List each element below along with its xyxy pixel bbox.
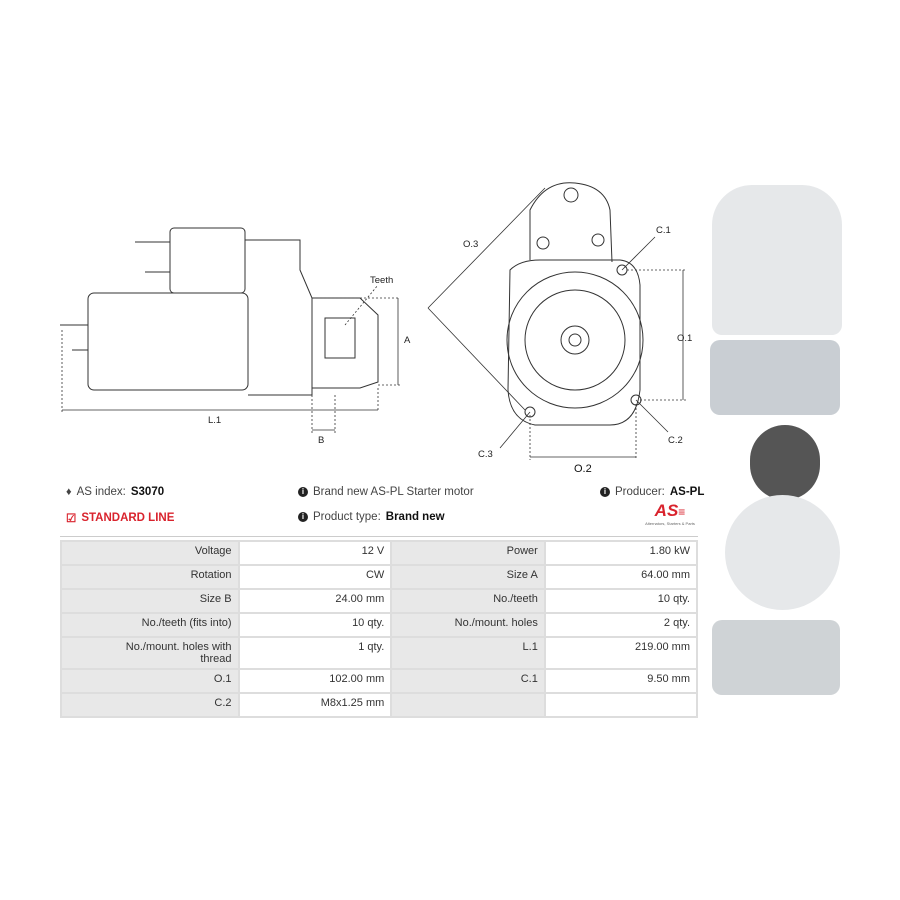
label-o1: O.1 xyxy=(677,333,692,344)
spec-label: C.2 xyxy=(60,692,240,718)
spec-value: 12 V xyxy=(237,540,393,566)
spec-label: Voltage xyxy=(60,540,240,566)
spec-label: No./mount. holes with thread xyxy=(60,636,240,670)
spec-label: No./teeth xyxy=(390,588,546,614)
spec-label xyxy=(390,692,546,718)
label-c3: C.3 xyxy=(478,449,493,460)
label-c2: C.2 xyxy=(668,435,683,446)
spec-value: 64.00 mm xyxy=(543,564,699,590)
spec-value: 10 qty. xyxy=(237,612,393,638)
spec-label: Size A xyxy=(390,564,546,590)
tag-icon: ♦ xyxy=(66,486,72,498)
info-icon: i xyxy=(298,512,308,522)
spec-value: 1.80 kW xyxy=(543,540,699,566)
spec-value: 9.50 mm xyxy=(543,668,699,694)
spec-value: 219.00 mm xyxy=(543,636,699,670)
spec-row: No./teeth (fits into)10 qty.No./mount. h… xyxy=(60,612,699,638)
spec-value xyxy=(543,692,699,718)
spec-value: 24.00 mm xyxy=(237,588,393,614)
spec-label: L.1 xyxy=(390,636,546,670)
product-photo-angle xyxy=(712,620,840,695)
label-teeth: Teeth xyxy=(370,275,393,286)
divider xyxy=(60,536,698,537)
checkbox-icon: ☑ xyxy=(66,513,77,525)
front-view-drawing: O.3 C.1 O.1 C.2 O.2 C.3 xyxy=(427,182,692,475)
spec-value: 102.00 mm xyxy=(237,668,393,694)
spec-label: Rotation xyxy=(60,564,240,590)
product-photo-back xyxy=(725,495,840,610)
product-photo-front xyxy=(712,185,842,335)
label-o3: O.3 xyxy=(463,239,478,250)
spec-value: 2 qty. xyxy=(543,612,699,638)
side-view-drawing: Teeth A L.1 B xyxy=(60,227,411,446)
info-icon: i xyxy=(298,487,308,497)
standard-line-badge: ☑STANDARD LINE xyxy=(66,512,175,525)
label-a: A xyxy=(404,335,411,346)
product-photo-top xyxy=(750,425,820,500)
spec-label: C.1 xyxy=(390,668,546,694)
spec-label: No./mount. holes xyxy=(390,612,546,638)
label-o2: O.2 xyxy=(574,463,592,475)
spec-value: CW xyxy=(237,564,393,590)
product-photo-side xyxy=(710,340,840,415)
spec-label: Power xyxy=(390,540,546,566)
label-l1: L.1 xyxy=(208,415,221,426)
spec-label: O.1 xyxy=(60,668,240,694)
spec-label: No./teeth (fits into) xyxy=(60,612,240,638)
label-c1: C.1 xyxy=(656,225,671,236)
spec-label: Size B xyxy=(60,588,240,614)
as-pl-logo: AS≡ Alternators, Starters & Parts xyxy=(645,501,695,527)
spec-value: M8x1.25 mm xyxy=(237,692,393,718)
as-index: ♦AS index:S3070 xyxy=(66,486,165,498)
label-b: B xyxy=(318,435,324,446)
spec-value: 1 qty. xyxy=(237,636,393,670)
spec-value: 10 qty. xyxy=(543,588,699,614)
info-icon: i xyxy=(600,487,610,497)
